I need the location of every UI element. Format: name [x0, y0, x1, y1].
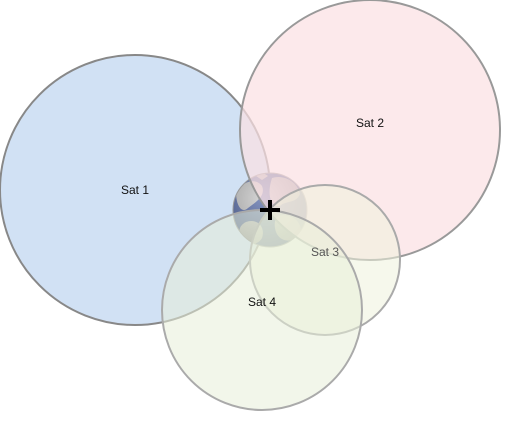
sat-1-label: Sat 1	[121, 183, 149, 197]
sat-3-label: Sat 3	[311, 245, 339, 259]
crosshair-icon	[260, 200, 280, 220]
sat-4-label: Sat 4	[248, 295, 276, 309]
sat-2-label: Sat 2	[356, 116, 384, 130]
sat-4-coverage-circle	[161, 209, 363, 411]
